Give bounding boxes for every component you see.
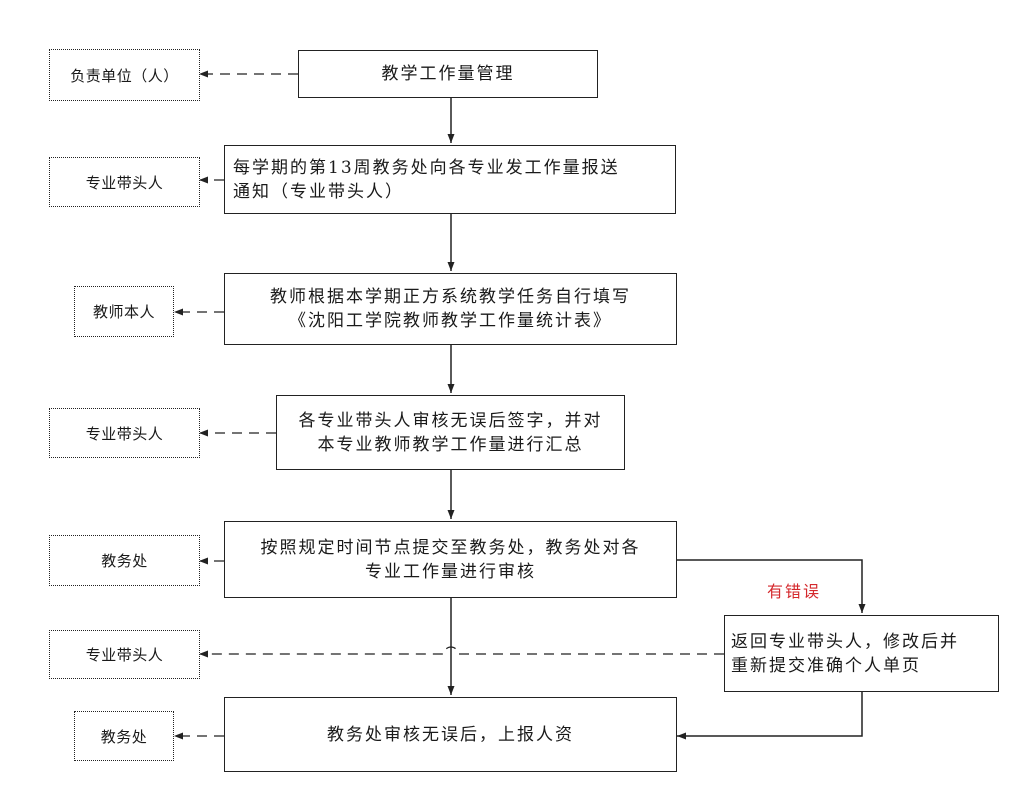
- responsible-box-2: 教师本人: [74, 286, 174, 337]
- step-3-text: 各专业带头人审核无误后签字，并对 本专业教师教学工作量进行汇总: [299, 409, 603, 457]
- step-2-text: 教师根据本学期正方系统教学任务自行填写 《沈阳工学院教师教学工作量统计表》: [270, 285, 631, 333]
- responsible-box-3: 专业带头人: [49, 408, 200, 458]
- step-1-text: 每学期的第13周教务处向各专业发工作量报送 通知（专业带头人）: [233, 156, 620, 204]
- responsible-label-3: 专业带头人: [85, 424, 164, 443]
- flow-title-box: 教学工作量管理: [298, 50, 598, 98]
- step-4-text: 按照规定时间节点提交至教务处，教务处对各 专业工作量进行审核: [261, 536, 641, 584]
- responsible-box-1: 专业带头人: [49, 157, 200, 207]
- responsible-box-6: 教务处: [74, 711, 174, 761]
- responsible-label-1: 专业带头人: [85, 173, 164, 192]
- step-4-box: 按照规定时间节点提交至教务处，教务处对各 专业工作量进行审核: [224, 521, 677, 598]
- flow-arrow-step4-to-return: [677, 559, 866, 613]
- step-5-text: 教务处审核无误后，上报人资: [327, 724, 574, 745]
- return-step-text: 返回专业带头人，修改后并 重新提交准确个人单页: [731, 630, 959, 678]
- step-5-box: 教务处审核无误后，上报人资: [224, 697, 677, 772]
- error-label: 有错误: [767, 582, 822, 601]
- responsible-box-5: 专业带头人: [49, 630, 200, 679]
- step-3-line-1: 各专业带头人审核无误后签字，并对: [298, 410, 603, 431]
- responsible-label-6: 教务处: [100, 727, 148, 746]
- responsible-label-0: 负责单位（人）: [70, 66, 179, 85]
- step-4-line-1: 按照规定时间节点提交至教务处，教务处对各: [260, 537, 641, 558]
- step-2-line-2: 《沈阳工学院教师教学工作量统计表》: [289, 311, 612, 331]
- step-3-line-2: 本专业教师教学工作量进行汇总: [317, 434, 584, 455]
- step-4-line-2: 专业工作量进行审核: [365, 561, 536, 582]
- return-step-line-1: 返回专业带头人，修改后并: [731, 631, 959, 652]
- return-step-box: 返回专业带头人，修改后并 重新提交准确个人单页: [724, 615, 999, 692]
- responsible-label-2: 教师本人: [92, 303, 155, 321]
- return-step-line-2: 重新提交准确个人单页: [731, 655, 921, 676]
- flow-title-text: 教学工作量管理: [381, 64, 515, 84]
- responsible-label-4: 教务处: [101, 552, 148, 570]
- responsible-box-0: 负责单位（人）: [49, 49, 200, 101]
- step-1-line-2: 通知（专业带头人）: [233, 181, 404, 202]
- step-2-box: 教师根据本学期正方系统教学任务自行填写 《沈阳工学院教师教学工作量统计表》: [224, 273, 677, 345]
- flow-arrow-return-to-step5: [677, 692, 863, 740]
- step-1-line-1: 每学期的第13周教务处向各专业发工作量报送: [233, 157, 620, 178]
- responsible-box-4: 教务处: [49, 535, 200, 586]
- step-2-line-1: 教师根据本学期正方系统教学任务自行填写: [270, 287, 631, 307]
- step-3-box: 各专业带头人审核无误后签字，并对 本专业教师教学工作量进行汇总: [276, 395, 625, 470]
- resp-arrow-5: [199, 646, 724, 658]
- step-1-box: 每学期的第13周教务处向各专业发工作量报送 通知（专业带头人）: [224, 145, 676, 214]
- responsible-label-5: 专业带头人: [85, 646, 164, 664]
